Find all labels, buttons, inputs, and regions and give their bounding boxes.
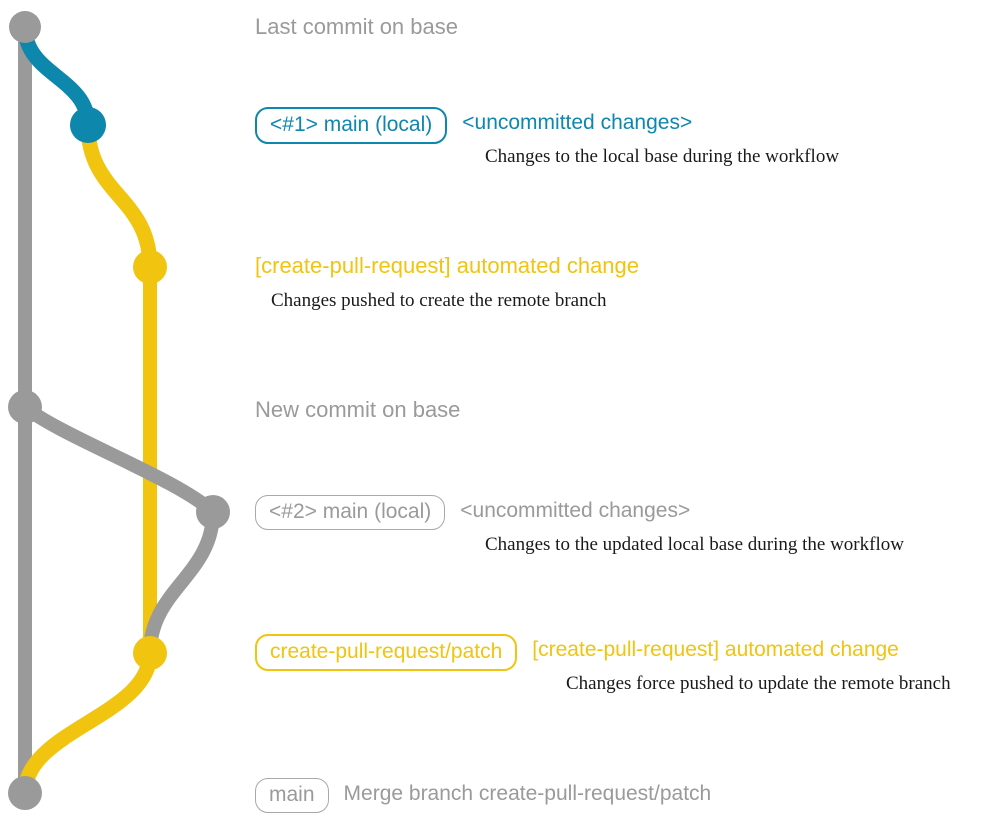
rebase-merge-line [143,505,220,660]
commit-node-base-new[interactable] [8,390,42,424]
commit-node-base-head[interactable] [9,11,41,43]
commit-description-1: Changes to the local base during the wor… [485,146,840,167]
ref-chip-main-local-2[interactable]: <#2> main (local) [255,495,446,530]
label-last-commit-on-base: Last commit on base [255,14,458,39]
commit-description-4: Changes force pushed to update the remot… [566,673,951,694]
commit-node-local-1[interactable] [70,107,106,143]
commit-subject-4: [create-pull-request] automated change [532,638,899,661]
commit-entry-5: main Merge branch create-pull-request/pa… [255,778,711,813]
commit-entry-4: create-pull-request/patch [create-pull-r… [255,634,899,671]
commit-node-merge-commit[interactable] [8,776,42,810]
commit-subject-5: Merge branch create-pull-request/patch [343,782,712,805]
ref-chip-main-local-1[interactable]: <#1> main (local) [255,107,448,144]
commit-subject-1: <uncommitted changes> [462,111,693,134]
commit-node-patch-2[interactable] [133,636,167,670]
commit-entry-3: <#2> main (local) <uncommitted changes> [255,495,690,530]
label-new-commit-on-base: New commit on base [255,397,461,422]
ref-chip-create-pull-request-patch[interactable]: create-pull-request/patch [255,634,518,671]
patch-branch-line-1 [80,117,158,275]
commit-description-3: Changes to the updated local base during… [485,534,904,555]
rebase-branch-line [18,400,220,519]
ref-chip-main[interactable]: main [255,778,329,813]
label-automated-change-1: [create-pull-request] automated change [255,253,640,278]
commit-node-local-2[interactable] [196,495,230,529]
patch-merge-line [17,645,158,801]
commit-node-patch-1[interactable] [133,250,167,284]
commit-subject-3: <uncommitted changes> [460,499,691,522]
commit-entry-1: <#1> main (local) <uncommitted changes> [255,107,692,144]
commit-description-2: Changes pushed to create the remote bran… [271,290,607,311]
